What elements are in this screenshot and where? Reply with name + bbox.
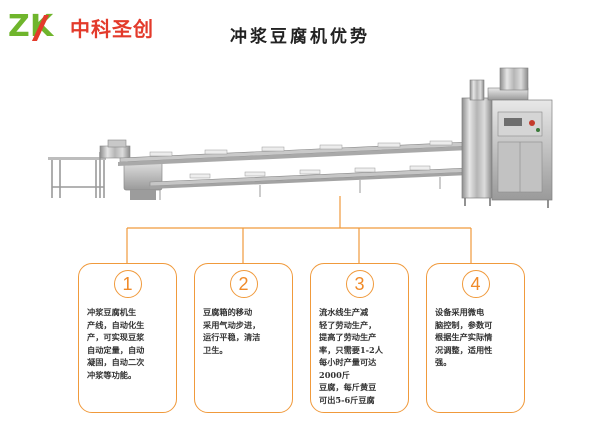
feature-text-line: 流水线生产减 (319, 307, 369, 317)
feature-text-line: 卫生。 (203, 344, 228, 355)
feature-text-line: 强。 (435, 357, 452, 367)
feature-text-line: 运行平稳，清洁 (203, 332, 261, 342)
feature-card-1: 1 冲浆豆腐机生 产线，自动化生 产，可实现豆浆 自动定量，自动 凝固，自动二次… (78, 263, 177, 413)
feature-text-line: 采用气动步进， (203, 319, 261, 330)
feature-description: 流水线生产减 轻了劳动生产， 提高了劳动生产 率，只需要1-2人 每小时产量可达… (319, 306, 402, 406)
feature-text-line: 2000斤 (319, 369, 350, 380)
main-machine (461, 67, 553, 208)
brand-name: 中科圣创 (70, 16, 154, 41)
feature-text-line: 冲浆豆腐机生 (87, 307, 137, 317)
feature-text-line: 设备采用微电 (435, 307, 485, 317)
feature-text-line: 产，可实现豆浆 (87, 332, 145, 342)
feature-text-line: 况调整，适用性 (435, 344, 493, 355)
logo-mark: Z K (8, 11, 66, 43)
feature-text-line: 产线，自动化生 (87, 319, 145, 330)
page-title: 冲浆豆腐机优势 (230, 27, 370, 47)
feature-card-2: 2 豆腐箱的移动 采用气动步进， 运行平稳，清洁 卫生。 (194, 263, 293, 413)
lower-conveyor (149, 165, 471, 200)
feature-text-line: 自动定量，自动 (87, 344, 145, 355)
brand-logo: Z K 中科圣创 (8, 10, 154, 44)
feature-text-line: 轻了劳动生产， (319, 319, 377, 330)
feature-text-line: 每小时产量可达 (319, 357, 377, 367)
feature-text-line: 豆腐，每斤黄豆 (319, 382, 377, 392)
tofu-machine-illustration (48, 67, 553, 208)
feature-number-badge: 2 (229, 270, 258, 298)
feature-text-line: 率，只需要1-2人 (319, 344, 383, 355)
feature-card-3: 3 流水线生产减 轻了劳动生产， 提高了劳动生产 率，只需要1-2人 每小时产量… (310, 263, 409, 413)
feature-text-line: 豆腐箱的移动 (203, 307, 253, 317)
feature-text-line: 冲浆等功能。 (87, 369, 137, 380)
feature-description: 冲浆豆腐机生 产线，自动化生 产，可实现豆浆 自动定量，自动 凝固，自动二次 冲… (87, 306, 170, 381)
feature-number-badge: 1 (113, 270, 142, 298)
feature-number-badge: 3 (345, 270, 374, 298)
feature-text-line: 提高了劳动生产 (319, 332, 377, 342)
feature-card-4: 4 设备采用微电 脑控制，参数可 根据生产实际情 况调整，适用性 强。 (426, 263, 525, 413)
feature-number-badge: 4 (461, 270, 490, 298)
feature-description: 设备采用微电 脑控制，参数可 根据生产实际情 况调整，适用性 强。 (435, 306, 518, 369)
logo-letter-z: Z (8, 9, 30, 44)
feature-text-line: 凝固，自动二次 (87, 357, 145, 367)
feature-text-line: 脑控制，参数可 (435, 319, 493, 330)
feature-text-line: 根据生产实际情 (435, 332, 493, 342)
left-stand (48, 152, 106, 198)
upper-conveyor (118, 140, 471, 166)
feature-description: 豆腐箱的移动 采用气动步进， 运行平稳，清洁 卫生。 (203, 306, 286, 356)
feature-text-line: 可出5-6斤豆腐 (319, 394, 375, 405)
left-tank (99, 139, 163, 200)
